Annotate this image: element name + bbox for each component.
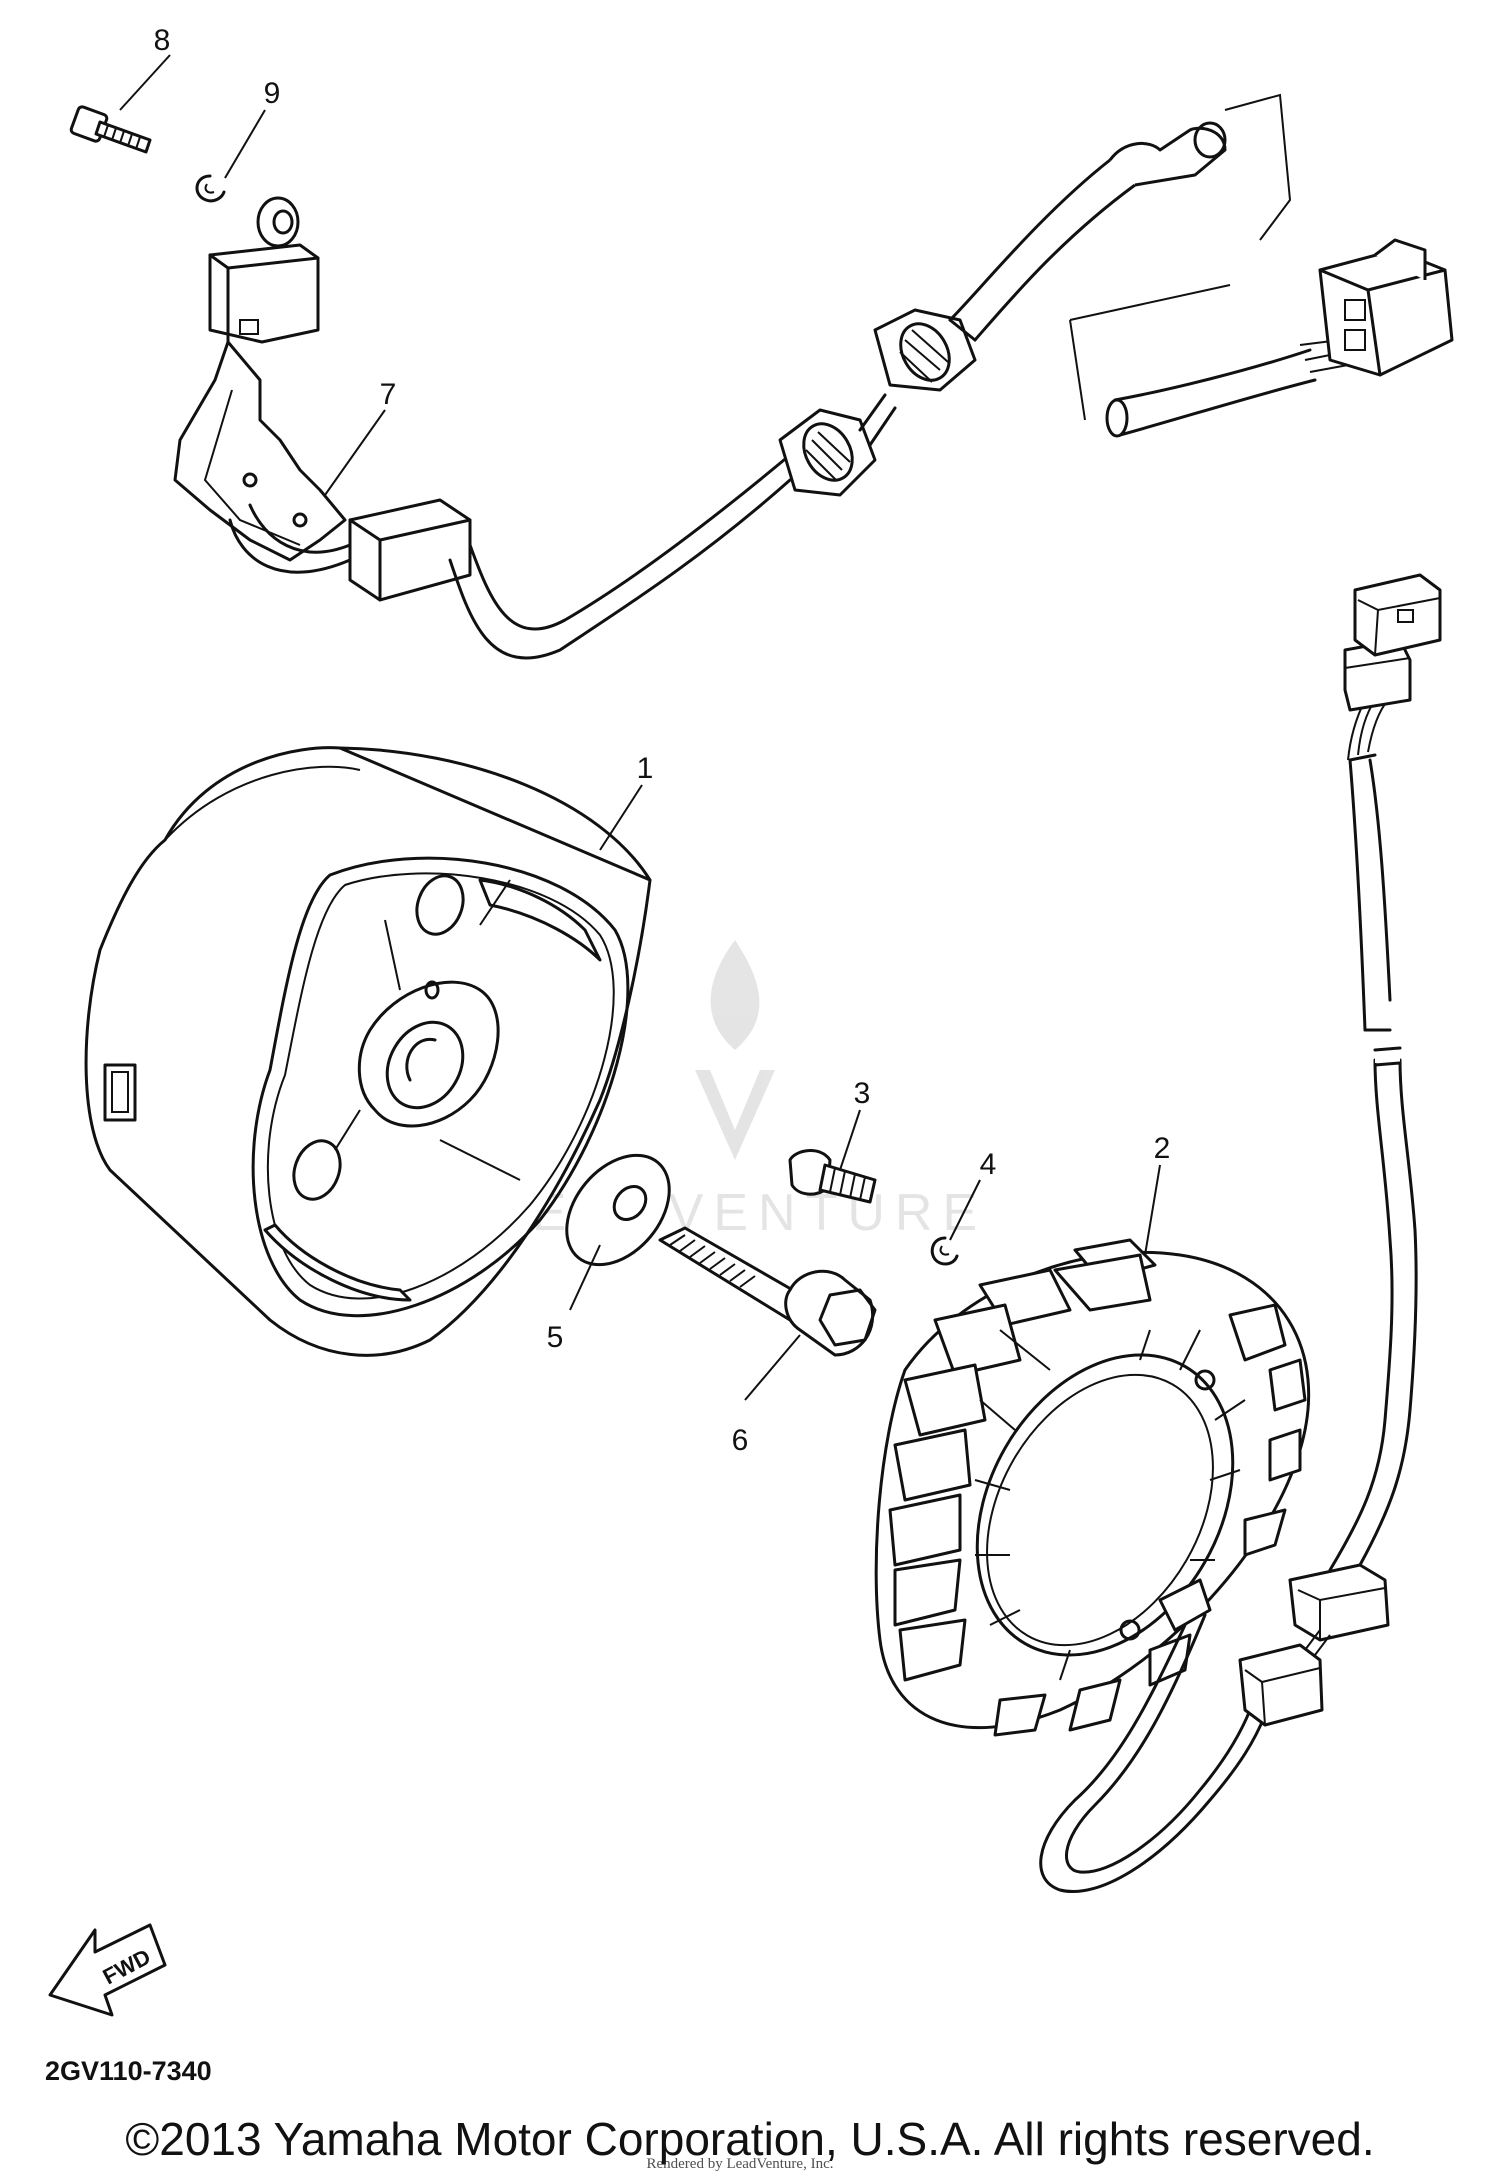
leader-lines — [119, 54, 1161, 1401]
copyright-notice: ©2013 Yamaha Motor Corporation, U.S.A. A… — [125, 2113, 1374, 2165]
callout-1: 1 — [637, 752, 654, 785]
callout-7: 7 — [380, 378, 397, 411]
callout-3: 3 — [854, 1077, 871, 1110]
rendered-by-credit: Rendered by LeadVenture, Inc. — [646, 2156, 833, 2172]
fwd-direction-arrow: FWD — [48, 1923, 167, 2017]
part-3-screw — [788, 1149, 877, 1204]
callout-6: 6 — [732, 1424, 749, 1457]
part-8-screw — [69, 105, 152, 154]
part-7-pickup-coil-lead — [173, 93, 1454, 660]
callout-labels: 8 9 7 1 2 3 4 5 6 — [154, 24, 1171, 1457]
callout-8: 8 — [154, 24, 171, 57]
part-2-stator — [874, 1238, 1310, 1737]
diagram-code: 2GV110-7340 — [45, 2056, 212, 2086]
callout-9: 9 — [264, 77, 281, 110]
stator-lead-wire — [1039, 573, 1442, 1893]
part-4-clamp — [930, 1236, 959, 1266]
part-6-bolt — [658, 1226, 877, 1357]
part-1-rotor — [84, 746, 652, 1357]
callout-5: 5 — [547, 1321, 564, 1354]
callout-4: 4 — [980, 1148, 997, 1181]
part-9-clamp — [195, 174, 226, 203]
part-5-washer — [565, 1153, 671, 1267]
callout-2: 2 — [1154, 1132, 1171, 1165]
